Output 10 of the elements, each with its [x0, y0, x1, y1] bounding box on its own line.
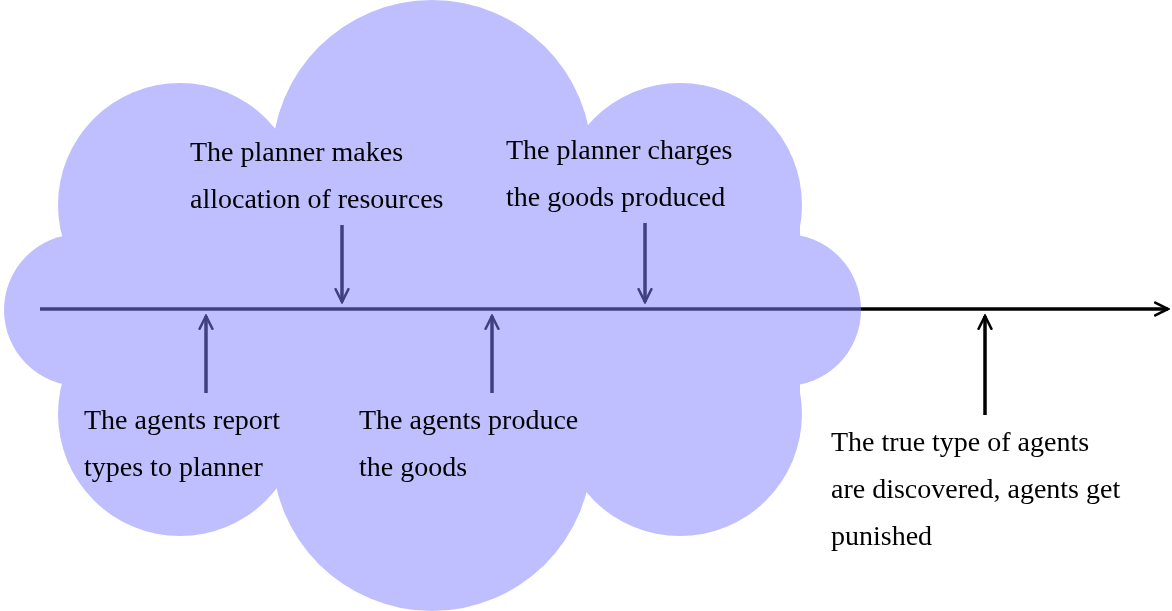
- event-text: The agents produce the goods: [359, 403, 580, 484]
- arrow: [484, 314, 500, 393]
- event-text: The planner charges the goods produced: [506, 133, 734, 214]
- event-text: The agents report types to planner: [84, 403, 281, 484]
- arrow: [198, 314, 214, 393]
- arrow: [334, 225, 350, 304]
- arrow: [977, 314, 993, 415]
- arrow: [637, 223, 653, 304]
- event-text: The planner makes allocation of resources: [190, 135, 445, 216]
- event-text: The true type of agents are discovered, agents get punished: [831, 425, 1121, 553]
